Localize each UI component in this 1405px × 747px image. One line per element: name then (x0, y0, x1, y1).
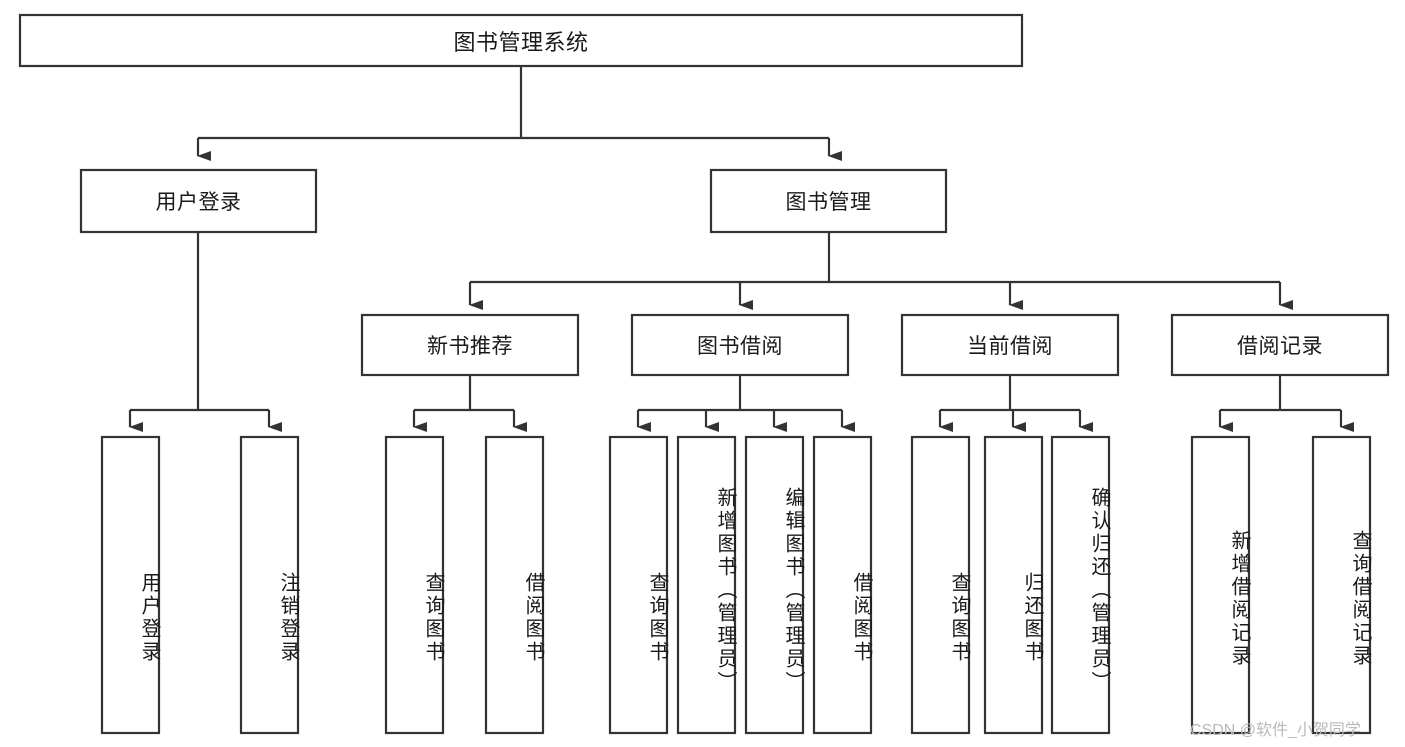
leaf-search-book-newbooks[interactable] (384, 435, 445, 735)
node-root[interactable] (18, 13, 1024, 68)
node-borrow-records[interactable] (1170, 313, 1390, 377)
leaf-confirm-return-admin[interactable] (1050, 435, 1111, 735)
leaf-edit-book-admin[interactable] (744, 435, 805, 735)
leaf-borrow-book[interactable] (812, 435, 873, 735)
leaf-return-book[interactable] (983, 435, 1044, 735)
node-book-borrow[interactable] (630, 313, 850, 377)
leaf-borrow-book-newbooks[interactable] (484, 435, 545, 735)
node-current-borrow[interactable] (900, 313, 1120, 377)
node-user-login[interactable] (79, 168, 318, 234)
leaf-user-login[interactable] (100, 435, 161, 735)
leaf-search-borrow-record[interactable] (1311, 435, 1372, 735)
leaf-add-borrow-record[interactable] (1190, 435, 1251, 735)
leaf-logout[interactable] (239, 435, 300, 735)
leaf-add-book-admin[interactable] (676, 435, 737, 735)
node-new-book-recommend[interactable] (360, 313, 580, 377)
node-book-management[interactable] (709, 168, 948, 234)
leaf-search-book-borrow[interactable] (608, 435, 669, 735)
leaf-search-book-current[interactable] (910, 435, 971, 735)
